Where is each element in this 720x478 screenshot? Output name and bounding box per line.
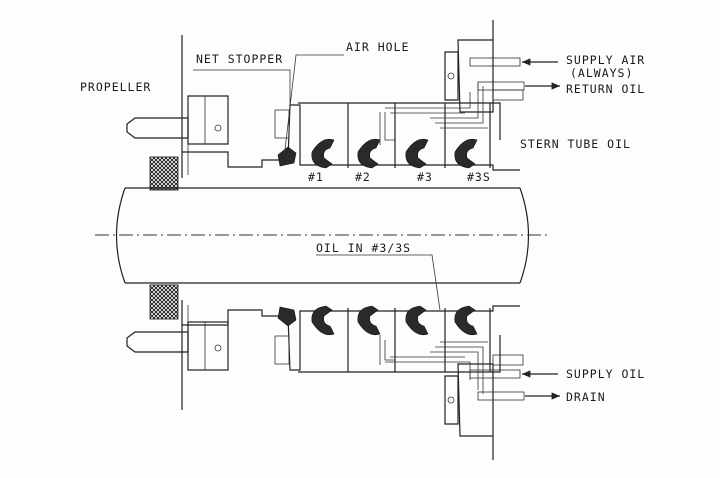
packing-lower bbox=[149, 284, 179, 320]
lip-seals-upper bbox=[277, 138, 478, 169]
seal-3-label: #3 bbox=[417, 170, 433, 184]
leader-lines bbox=[193, 54, 441, 311]
net-stopper-label: NET STOPPER bbox=[196, 52, 283, 66]
seal-3s-label: #3S bbox=[467, 170, 491, 184]
drain-label: DRAIN bbox=[566, 390, 606, 404]
stern-tube-flange bbox=[444, 20, 494, 460]
supply-air-label: SUPPLY AIR bbox=[566, 53, 645, 67]
air-oil-connections-top bbox=[469, 57, 525, 101]
return-oil-label: RETURN OIL bbox=[566, 82, 645, 96]
propeller-bolt-lower bbox=[126, 321, 229, 371]
packing-upper bbox=[149, 156, 179, 191]
always-label: (ALWAYS) bbox=[570, 66, 633, 80]
oil-passages bbox=[379, 82, 488, 394]
propeller-shaft bbox=[95, 187, 548, 284]
propeller-hub bbox=[181, 35, 189, 410]
supply-oil-label: SUPPLY OIL bbox=[566, 367, 645, 381]
air-hole-label: AIR HOLE bbox=[346, 40, 409, 54]
stern-tube-oil-label: STERN TUBE OIL bbox=[520, 137, 631, 151]
lip-seals-lower bbox=[277, 305, 478, 336]
oil-in-label: OIL IN #3/3S bbox=[316, 241, 411, 255]
flow-arrows bbox=[522, 58, 560, 400]
oil-connections-bottom bbox=[469, 354, 525, 401]
propeller-bolt-upper bbox=[126, 95, 229, 145]
seal-1-label: #1 bbox=[308, 170, 324, 184]
propeller-label: PROPELLER bbox=[80, 80, 151, 94]
seal-2-label: #2 bbox=[355, 170, 371, 184]
liner-housing bbox=[182, 102, 520, 373]
